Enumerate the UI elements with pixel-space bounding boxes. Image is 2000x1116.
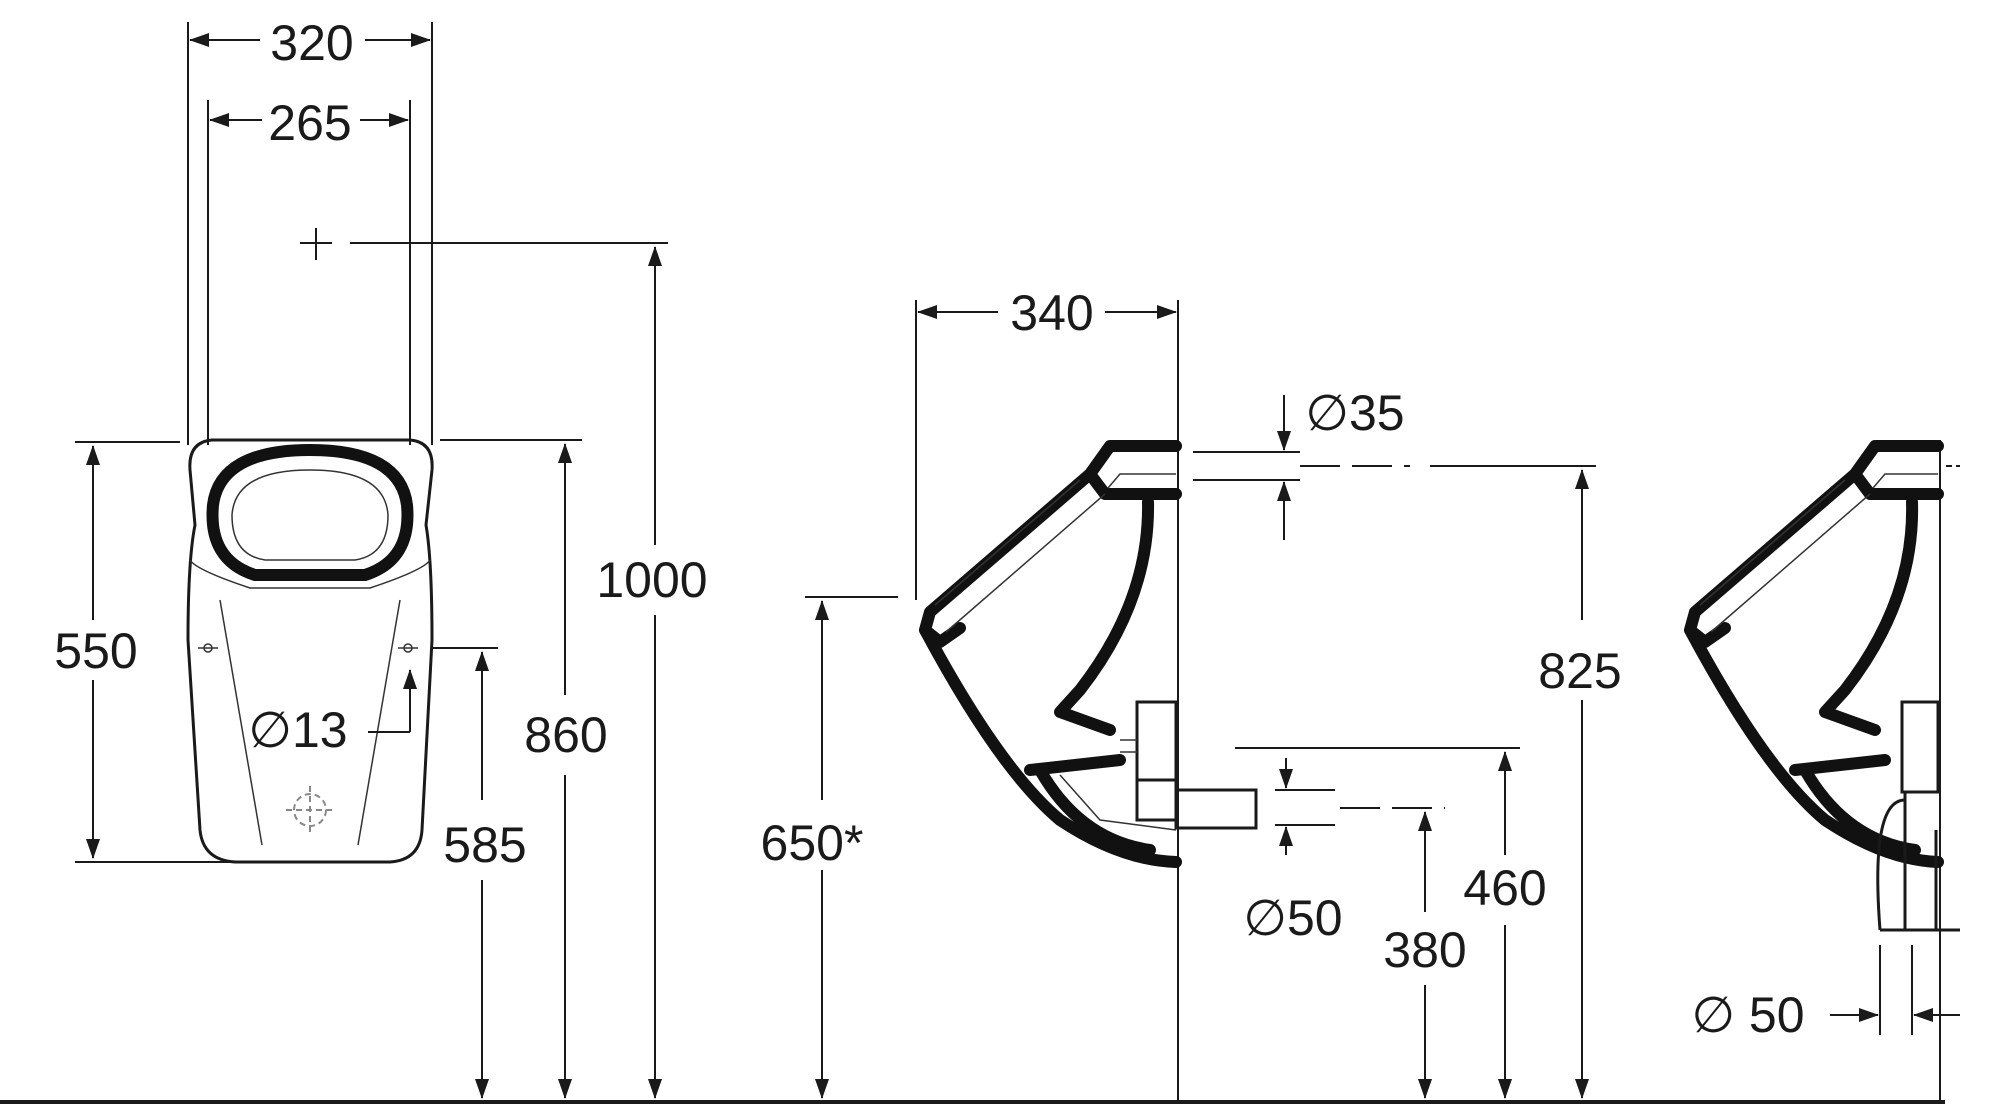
- side-body-outline: [919, 440, 1182, 868]
- dim-inlet-diameter: ∅35: [1305, 385, 1404, 441]
- front-body-outline: [186, 438, 434, 864]
- dim-alt-outlet-diameter: ∅ 50: [1691, 987, 1804, 1043]
- dim-height-fixing: 585: [443, 817, 526, 873]
- dim-depth: 340: [1010, 285, 1093, 341]
- side-outlet-fitting: [1135, 700, 1178, 782]
- dim-height-body: 550: [54, 623, 137, 679]
- side-view-alt: ∅ 50: [1684, 440, 1960, 1100]
- dim-inlet-height: 825: [1538, 643, 1621, 699]
- dim-outlet-diameter: ∅50: [1243, 890, 1342, 946]
- dim-height-top-rim: 860: [524, 707, 607, 763]
- dim-rim-height: 650*: [761, 815, 864, 871]
- dim-width-outer: 320: [270, 15, 353, 71]
- dim-height-total: 1000: [596, 552, 707, 608]
- front-bowl-rim: [206, 444, 414, 581]
- alt-body-outline: [1684, 440, 1944, 868]
- front-view: 320 265 550 ∅13: [54, 15, 708, 1099]
- alt-outlet-fitting: [1900, 700, 1940, 794]
- dim-outlet-height-high: 460: [1463, 860, 1546, 916]
- dim-hole-diameter: ∅13: [248, 702, 347, 758]
- side-view: 340 ∅35 825 650*: [761, 285, 1622, 1102]
- dim-width-inner: 265: [268, 95, 351, 151]
- dim-outlet-height-low: 380: [1383, 922, 1466, 978]
